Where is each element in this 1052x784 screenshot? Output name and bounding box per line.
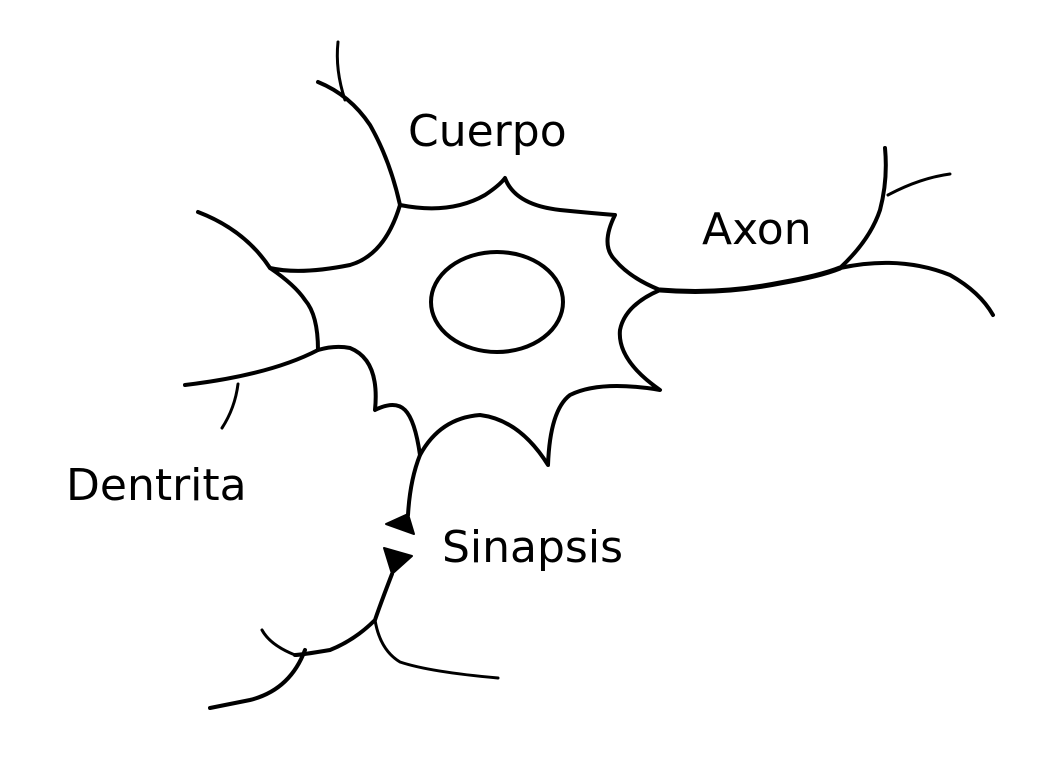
- label-cuerpo: Cuerpo: [408, 106, 567, 157]
- postsynaptic-dendrite: [293, 572, 394, 657]
- label-sinapsis: Sinapsis: [442, 522, 623, 573]
- cell-body-outline: [268, 176, 662, 467]
- postsynaptic-terminal: [383, 547, 413, 575]
- dendrite-top: [316, 80, 402, 207]
- postsynaptic-branch-left-lower: [208, 648, 307, 710]
- label-axon: Axon: [702, 204, 812, 255]
- axon-branch-lower: [838, 260, 995, 317]
- dendrite-left-lower: [183, 348, 320, 387]
- postsynaptic-branch-right: [373, 618, 500, 680]
- axon-branch-upper-twig: [886, 172, 952, 197]
- presynaptic-process: [406, 453, 422, 517]
- dendrite-top-branch: [335, 40, 347, 102]
- nucleus: [429, 250, 565, 354]
- axon-branch-upper: [838, 146, 888, 270]
- label-dentrita: Dentrita: [66, 460, 247, 511]
- postsynaptic-branch-left-upper: [260, 628, 297, 657]
- presynaptic-terminal: [385, 513, 415, 535]
- axon-line: [657, 265, 843, 294]
- dendrite-left-lower-branch: [220, 382, 240, 430]
- dendrite-left-upper: [196, 210, 272, 270]
